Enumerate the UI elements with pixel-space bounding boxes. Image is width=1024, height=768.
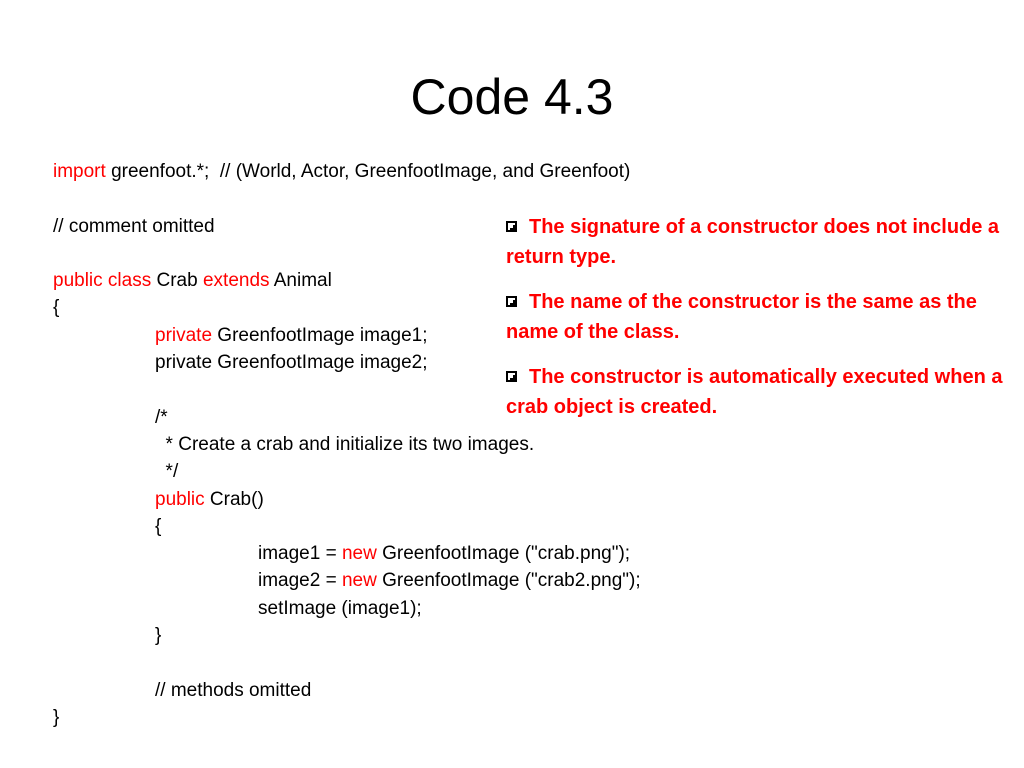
checkbox-bullet-icon [506, 371, 517, 382]
note-text: The name of the constructor is the same … [506, 291, 977, 343]
code-line-comment: // comment omitted [53, 215, 215, 237]
code-line-field-image1: private GreenfootImage image1; [53, 322, 753, 349]
keyword: public class [53, 270, 152, 292]
code-text: image1 = [258, 543, 342, 565]
keyword: new [341, 543, 377, 565]
code-line-open-brace: { [53, 297, 60, 319]
code-text: greenfoot.*; // (World, Actor, Greenfoot… [105, 161, 631, 182]
code-line-blank [53, 185, 753, 212]
slide-title: Code 4.3 [410, 69, 614, 125]
code-line-import: import greenfoot.*; // (World, Actor, Gr… [53, 158, 753, 185]
keyword: import [53, 161, 106, 182]
code-line-blank [53, 649, 753, 676]
checkbox-bullet-icon [506, 296, 517, 307]
code-line-field-image2: private GreenfootImage image2; [155, 352, 428, 374]
keyword: extends [202, 270, 270, 292]
keyword: public [155, 488, 205, 510]
keyword: private [155, 324, 213, 346]
code-text: Animal [269, 270, 332, 292]
note-item: The name of the constructor is the same … [506, 287, 1006, 347]
code-line-close-brace: } [53, 706, 60, 728]
code-line-methods-comment: // methods omitted [155, 679, 312, 701]
code-line-doc-start: /* [155, 406, 168, 428]
notes-list: The signature of a constructor does not … [506, 212, 1006, 437]
code-text: Crab() [204, 488, 264, 510]
code-block: import greenfoot.*; // (World, Actor, Gr… [53, 158, 753, 731]
code-line-doc-end: */ [155, 461, 179, 483]
code-line-assign-image1: image1 = new GreenfootImage ("crab.png")… [53, 540, 753, 567]
note-text: The constructor is automatically execute… [506, 366, 1003, 418]
code-text: GreenfootImage image1; [212, 324, 428, 346]
code-line-constructor: public Crab() [53, 486, 753, 513]
checkbox-bullet-icon [506, 221, 517, 232]
code-line-class-decl: public class Crab extends Animal [53, 267, 753, 294]
code-text: image2 = [258, 570, 342, 592]
note-text: The signature of a constructor does not … [506, 216, 1000, 268]
note-item: The signature of a constructor does not … [506, 212, 1006, 272]
code-line-close-brace: } [155, 625, 162, 647]
code-line-open-brace: { [155, 515, 162, 537]
code-line-assign-image2: image2 = new GreenfootImage ("crab2.png"… [53, 567, 753, 594]
keyword: new [341, 570, 377, 592]
code-text: Crab [151, 270, 203, 292]
note-item: The constructor is automatically execute… [506, 362, 1006, 422]
code-line-doc-body: * Create a crab and initialize its two i… [155, 433, 535, 455]
code-text: GreenfootImage ("crab2.png"); [376, 570, 641, 592]
code-text: GreenfootImage ("crab.png"); [376, 543, 631, 565]
code-line-set-image: setImage (image1); [258, 597, 422, 619]
